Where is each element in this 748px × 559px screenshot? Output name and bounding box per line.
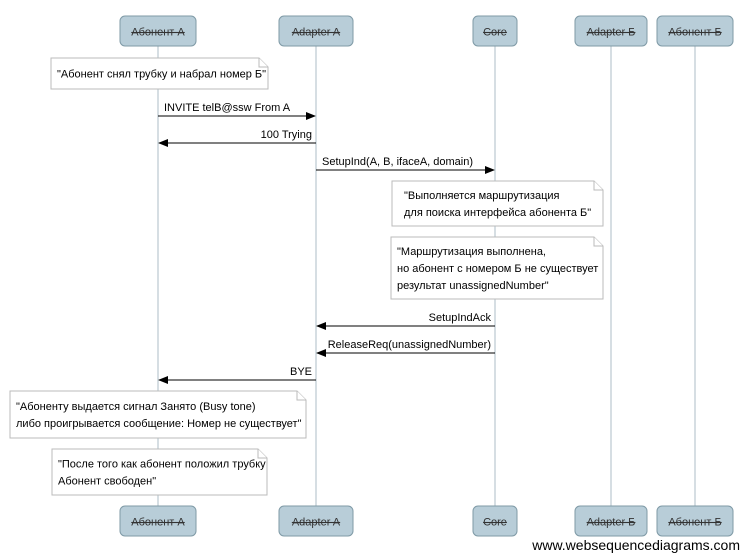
participant-label: Абонент Б — [668, 27, 721, 39]
participant-label: Adapter Б — [587, 27, 636, 39]
note: "Выполняется маршрутизация для поиска инт… — [391, 180, 604, 227]
participant-core-top: Core — [472, 15, 518, 47]
participant-adapterB-bottom: Adapter Б — [574, 505, 648, 537]
note-text-line: "Выполняется маршрутизация — [404, 190, 560, 202]
note-text-line: "Маршрутизация выполнена, — [397, 246, 546, 258]
note-fold-corner — [296, 391, 306, 401]
participant-adapterA-bottom: Adapter A — [278, 505, 354, 537]
note-text-line: "Абоненту выдается сигнал Занято (Busy t… — [16, 401, 256, 413]
participant-abonentA-top: Абонент А — [119, 15, 197, 47]
message-abonentA-to-adapterA: INVITE telB@ssw From A — [158, 102, 316, 120]
participant-label: Adapter A — [292, 517, 341, 529]
participant-label: Абонент А — [131, 27, 185, 39]
participant-abonentB-bottom: Абонент Б — [656, 505, 734, 537]
participant-box — [656, 15, 734, 47]
note-text-line: результат unassignedNumber" — [397, 280, 549, 292]
participant-box — [656, 505, 734, 537]
message-core-to-adapterA: SetupIndAck — [316, 312, 495, 330]
note-fold-corner — [593, 237, 603, 247]
participant-box — [278, 505, 354, 537]
note-box — [51, 448, 268, 496]
message-label: ReleaseReq(unassignedNumber) — [328, 339, 491, 351]
participant-label: Core — [483, 27, 507, 39]
participant-label: Adapter Б — [587, 517, 636, 529]
participant-label: Core — [483, 517, 507, 529]
note-fold-corner — [593, 181, 603, 191]
note-text-line: для поиска интерфейса абонента Б" — [404, 207, 591, 219]
participant-box — [472, 505, 518, 537]
watermark-text: www.websequencediagrams.com — [532, 537, 740, 553]
message-adapterA-to-abonentA: 100 Trying — [158, 129, 316, 147]
participant-abonentB-top: Абонент Б — [656, 15, 734, 47]
note: "После того как абонент положил трубкуАб… — [51, 448, 268, 496]
note: "Маршрутизация выполнена, но абонент с но… — [390, 236, 604, 300]
message-label: 100 Trying — [261, 129, 312, 141]
participant-abonentA-bottom: Абонент А — [119, 505, 197, 537]
note-text-line: "Абонент снял трубку и набрал номер Б" — [57, 69, 266, 81]
note-text-line: либо проигрывается сообщение: Номер не с… — [16, 418, 302, 430]
message-adapterA-to-abonentA: BYE — [158, 366, 316, 384]
message-label: SetupInd(A, B, ifaceA, domain) — [322, 156, 473, 168]
note-box — [391, 180, 604, 227]
participant-core-bottom: Core — [472, 505, 518, 537]
note-box — [9, 390, 307, 439]
note: "Абоненту выдается сигнал Занято (Busy t… — [9, 390, 307, 439]
note-text-line: "После того как абонент положил трубку — [58, 459, 266, 471]
participant-adapterA-top: Adapter A — [278, 15, 354, 47]
message-label: BYE — [290, 366, 312, 378]
note-fold-corner — [258, 58, 268, 68]
participant-label: Абонент Б — [668, 517, 721, 529]
participant-box — [472, 15, 518, 47]
note-fold-corner — [257, 449, 267, 459]
participant-adapterB-top: Adapter Б — [574, 15, 648, 47]
note-text-line: но абонент с номером Б не существует — [397, 263, 598, 275]
message-label: SetupIndAck — [429, 312, 492, 324]
participant-box — [278, 15, 354, 47]
note-box — [390, 236, 604, 300]
participant-label: Абонент А — [131, 517, 185, 529]
note-text-line: Абонент свободен" — [58, 476, 156, 488]
note-box — [50, 57, 269, 90]
participant-label: Adapter A — [292, 27, 341, 39]
participant-box — [119, 15, 197, 47]
participant-box — [574, 15, 648, 47]
note: "Абонент снял трубку и набрал номер Б" — [50, 57, 269, 90]
message-adapterA-to-core: SetupInd(A, B, ifaceA, domain) — [316, 156, 495, 174]
participant-box — [119, 505, 197, 537]
message-core-to-adapterA: ReleaseReq(unassignedNumber) — [316, 339, 495, 357]
participant-box — [574, 505, 648, 537]
message-label: INVITE telB@ssw From A — [164, 102, 291, 114]
